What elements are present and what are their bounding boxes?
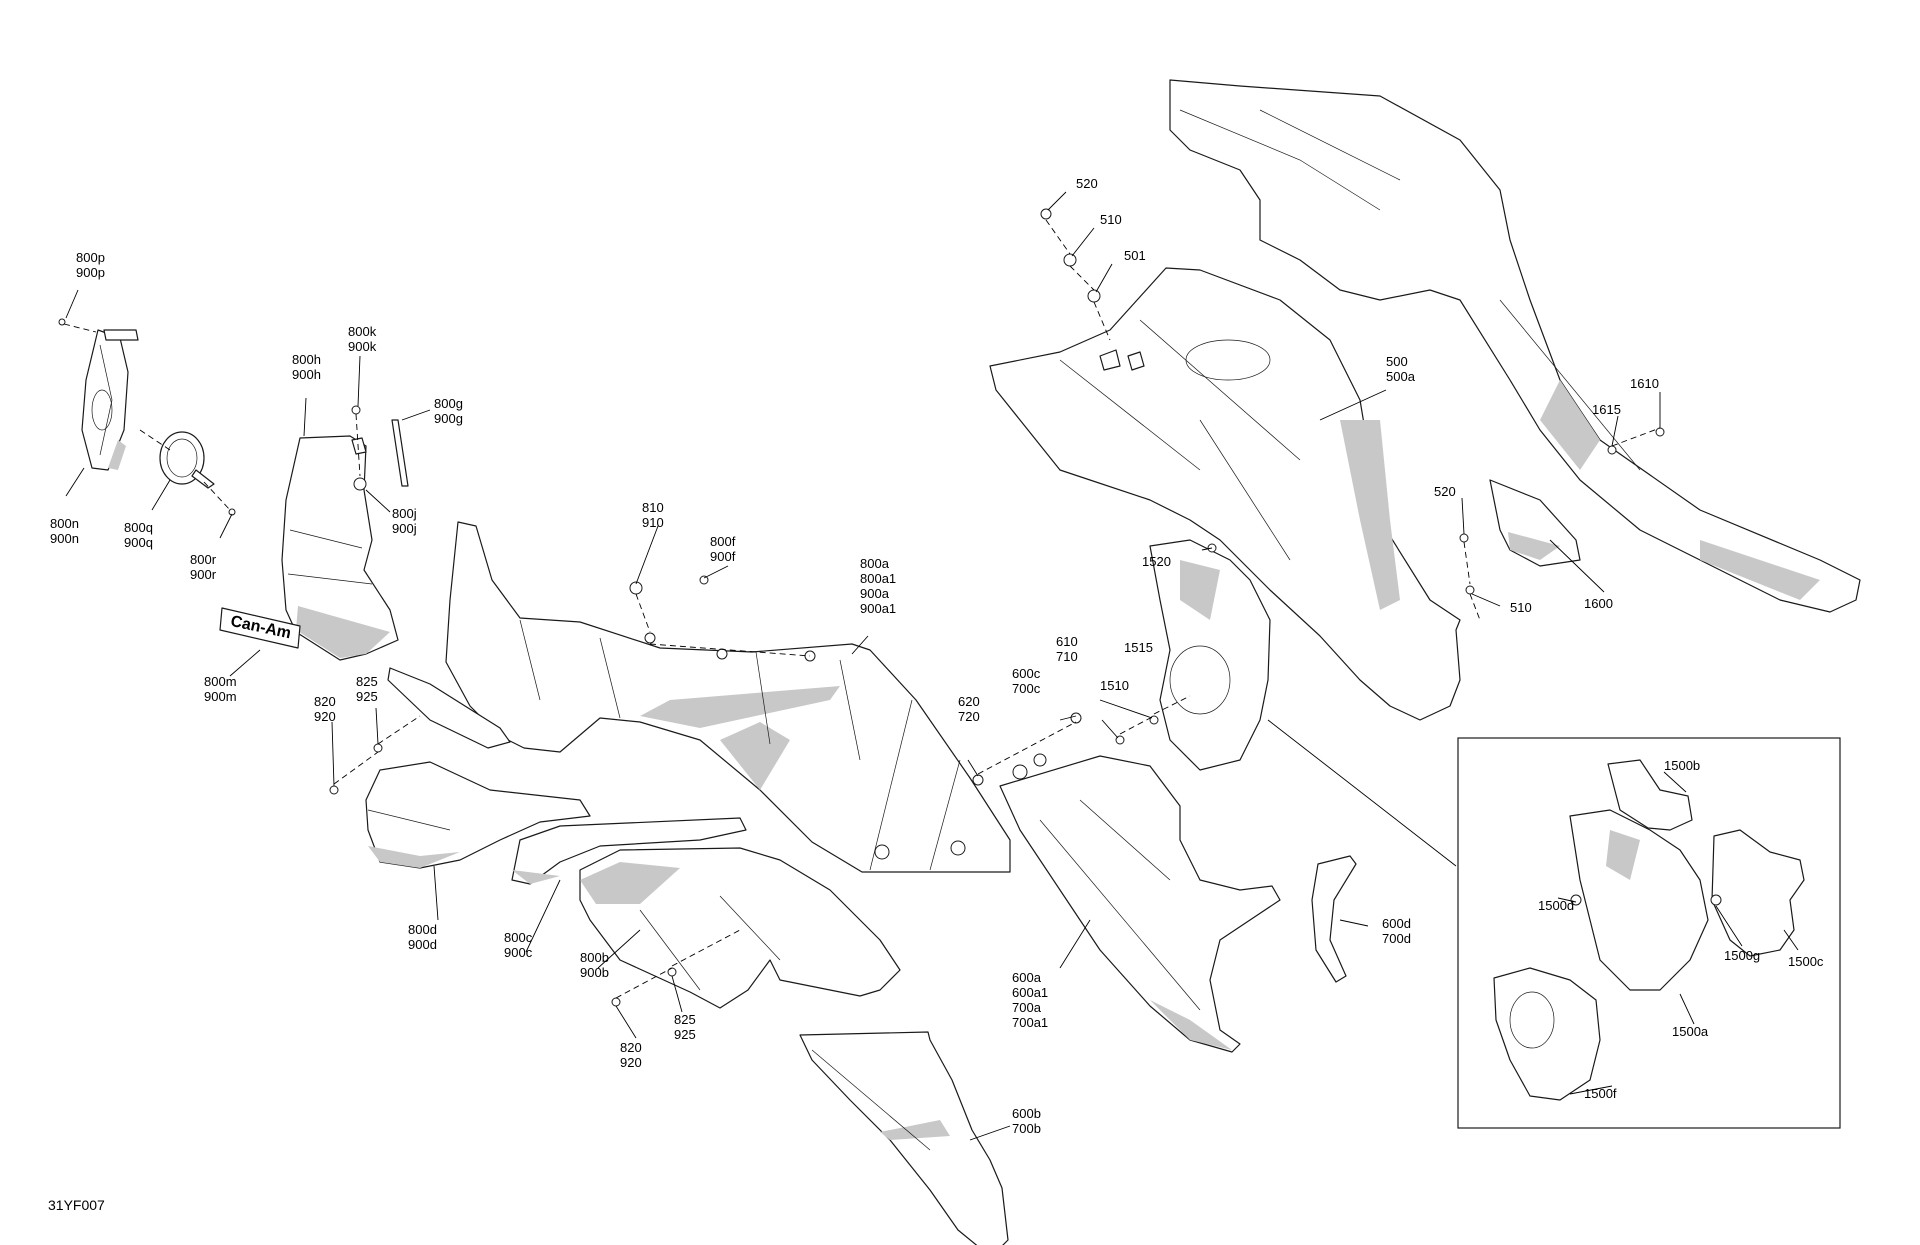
label-1600: 1600 <box>1584 596 1613 611</box>
leader-lines <box>65 191 1799 1141</box>
part-800c <box>511 817 747 885</box>
label-1610: 1610 <box>1630 376 1659 391</box>
label-520-lower: 520 <box>1434 484 1456 499</box>
diagram-code: 31YF007 <box>48 1197 105 1213</box>
label-1615: 1615 <box>1592 402 1621 417</box>
part-500 <box>989 267 1461 721</box>
part-800g-rod <box>391 419 409 487</box>
label-520-upper: 520 <box>1076 176 1098 191</box>
label-1510: 1510 <box>1100 678 1129 693</box>
label-1500f: 1500f <box>1584 1086 1617 1101</box>
part-800h <box>281 435 399 661</box>
part-rear-fender <box>1169 79 1861 613</box>
label-1500g: 1500g <box>1724 948 1760 963</box>
label-1500c: 1500c <box>1788 954 1824 969</box>
label-1515: 1515 <box>1124 640 1153 655</box>
label-1500d: 1500d <box>1538 898 1574 913</box>
part-1500-assembly <box>1149 539 1271 771</box>
part-800d <box>365 761 591 869</box>
part-600b <box>799 1031 1009 1245</box>
part-600a <box>999 753 1281 1053</box>
label-510-upper: 510 <box>1100 212 1122 227</box>
part-800b <box>579 847 901 1009</box>
part-800p-strip <box>103 329 139 341</box>
inset-callout-line <box>1267 719 1457 867</box>
part-800q-ring <box>159 431 215 489</box>
label-510-lower: 510 <box>1510 600 1532 615</box>
dashed-assembly-lines <box>63 219 1661 999</box>
label-1500a: 1500a <box>1672 1024 1709 1039</box>
label-1500b: 1500b <box>1664 758 1700 773</box>
part-800n <box>81 329 129 471</box>
part-1600 <box>1489 479 1581 567</box>
inset-1500-detail <box>1457 737 1841 1129</box>
label-1520: 1520 <box>1142 554 1171 569</box>
label-501: 501 <box>1124 248 1146 263</box>
part-strip-825 <box>387 667 511 749</box>
part-600d <box>1311 855 1357 983</box>
